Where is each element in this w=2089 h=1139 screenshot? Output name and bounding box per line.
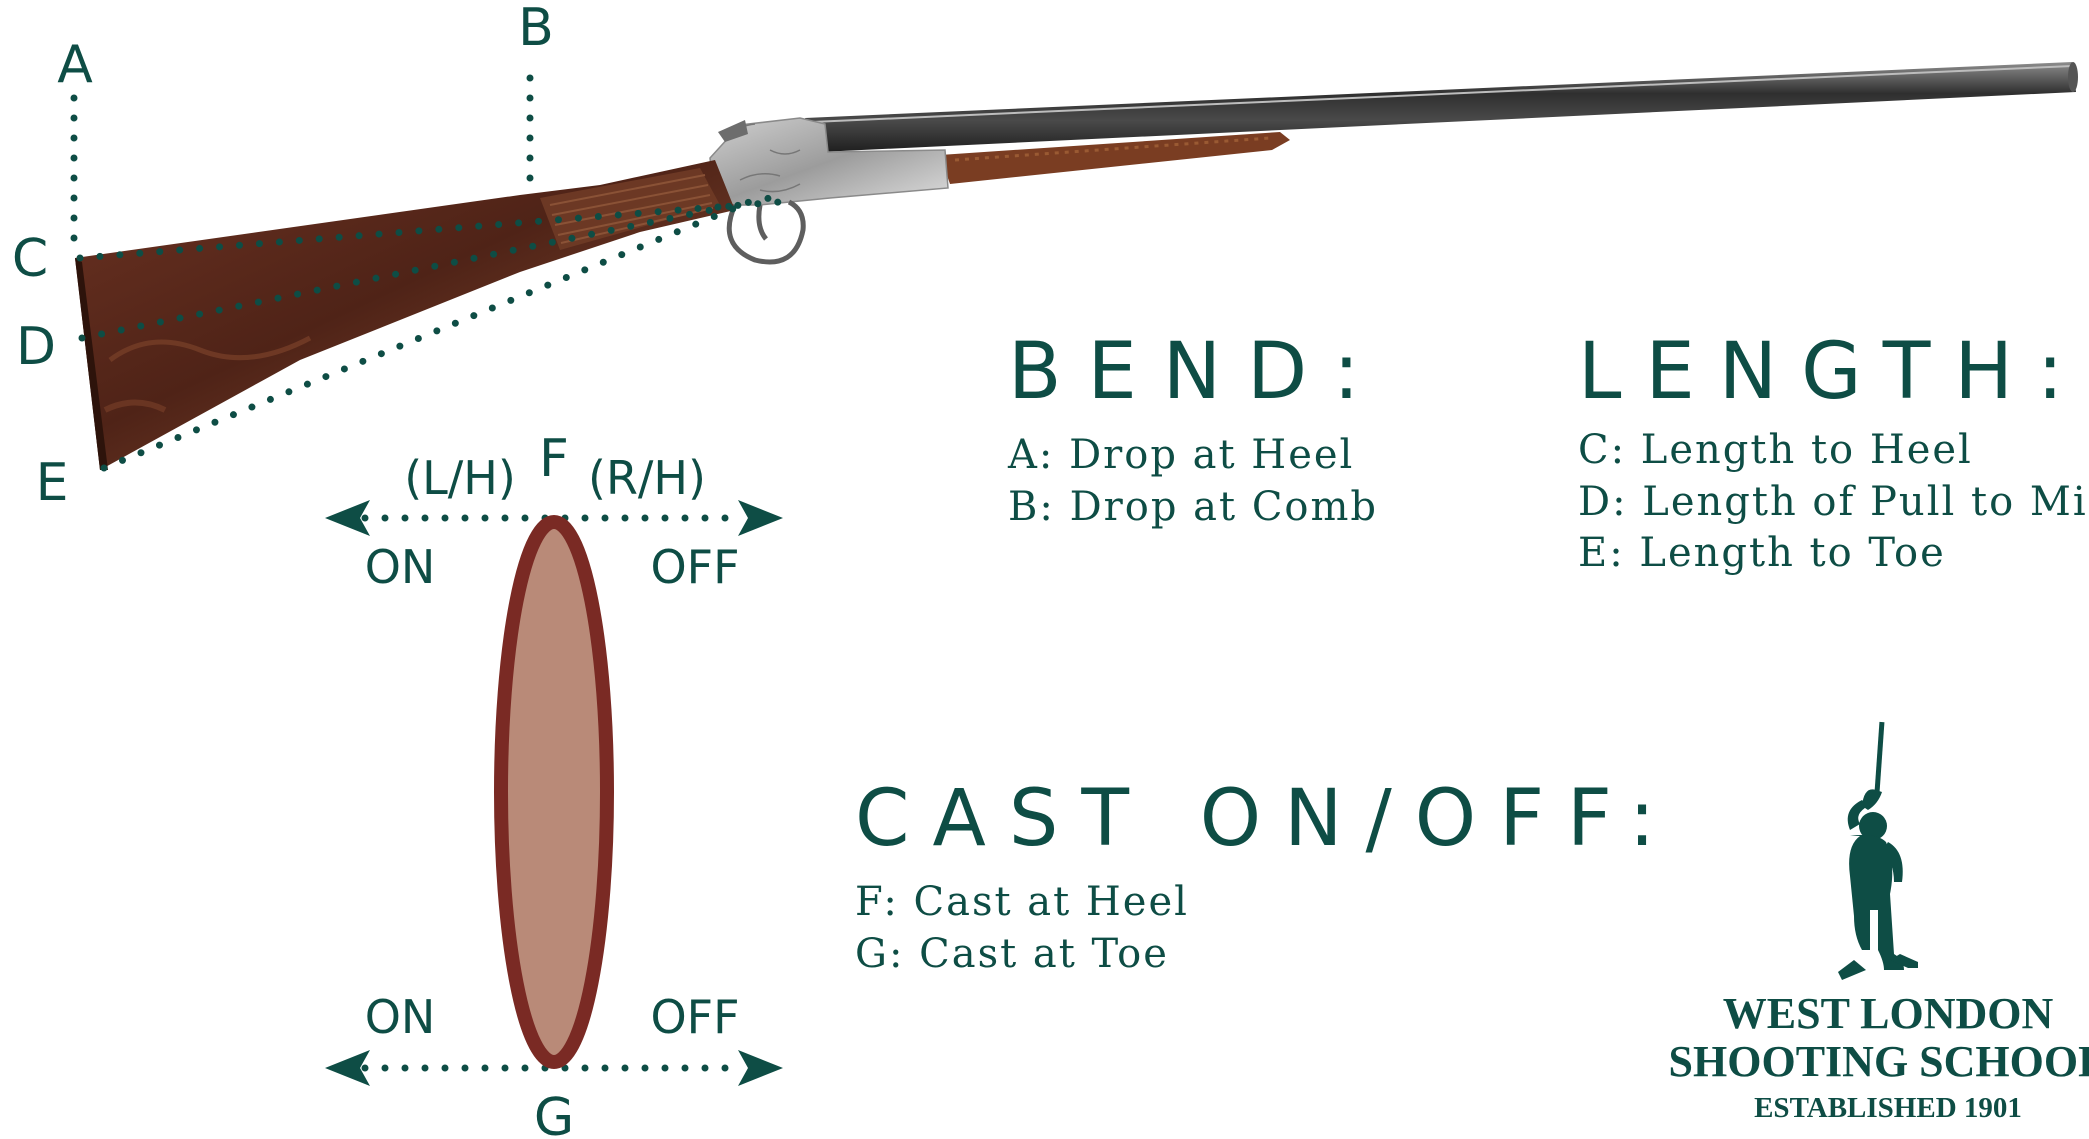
length-heading: LENGTH: (1578, 327, 2087, 417)
cast-section: CAST ON/OFF: F: Cast at Heel G: Cast at … (855, 774, 1678, 977)
marker-d: D (16, 317, 56, 377)
gun-trigger-guard (729, 202, 803, 262)
marker-e: E (36, 453, 69, 513)
marker-f: F (539, 429, 569, 489)
bottom-off-label: OFF (650, 990, 739, 1044)
bottom-on-label: ON (365, 990, 436, 1044)
cast-item-f: F: Cast at Heel (855, 879, 1189, 925)
logo-line-3: ESTABLISHED 1901 (1754, 1092, 2022, 1124)
marker-c: C (12, 229, 48, 289)
west-london-shooting-school-logo: WEST LONDON SHOOTING SCHOOL ESTABLISHED … (1669, 722, 2089, 1124)
cast-diagram: F G (L/H) (R/H) ON OFF ON OFF (325, 429, 783, 1139)
top-off-label: OFF (650, 540, 739, 594)
bend-item-a: A: Drop at Heel (1007, 432, 1354, 478)
arrow-right-icon (738, 1050, 783, 1086)
marker-g: G (534, 1088, 574, 1139)
length-section: LENGTH: C: Length to Heel D: Length of P… (1578, 327, 2089, 576)
length-item-c: C: Length to Heel (1578, 427, 1973, 473)
logo-line-1: WEST LONDON (1723, 989, 2054, 1038)
bend-section: BEND: A: Drop at Heel B: Drop at Comb (1007, 327, 1385, 530)
gun-barrels (805, 62, 2076, 152)
gun-muzzle (2068, 62, 2078, 92)
shooter-silhouette-icon (1838, 722, 1918, 980)
length-item-d: D: Length of Pull to Mid (1578, 479, 2089, 525)
marker-a: A (57, 35, 93, 95)
bend-item-b: B: Drop at Comb (1008, 484, 1378, 530)
cast-heading: CAST ON/OFF: (855, 774, 1678, 864)
butt-plate-oval (501, 522, 607, 1062)
left-hand-label: (L/H) (404, 451, 516, 505)
bend-heading: BEND: (1008, 327, 1385, 417)
marker-b: B (518, 0, 554, 58)
arrow-right-icon (738, 500, 783, 536)
logo-line-2: SHOOTING SCHOOL (1669, 1037, 2089, 1086)
cast-item-g: G: Cast at Toe (855, 931, 1169, 977)
top-on-label: ON (365, 540, 436, 594)
right-hand-label: (R/H) (588, 451, 706, 505)
length-item-e: E: Length to Toe (1578, 530, 1946, 576)
